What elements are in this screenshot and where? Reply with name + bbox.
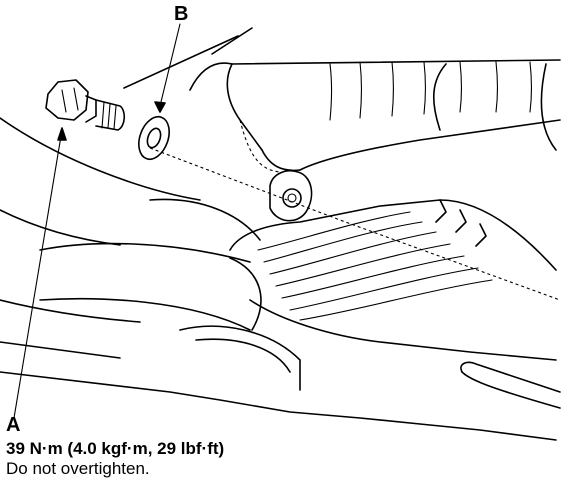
torque-note: Do not overtighten. [6, 459, 150, 478]
leader-lines [13, 23, 181, 419]
drain-hole-boss [269, 170, 313, 222]
bracket [460, 361, 561, 409]
drain-bolt [45, 79, 126, 131]
transmission-case [149, 59, 561, 301]
vehicle-frame-lines [0, 27, 557, 441]
oil-pan [229, 199, 557, 361]
sealing-washer [138, 115, 170, 161]
callout-a-label: A [6, 414, 21, 436]
torque-spec: 39 N·m (4.0 kgf·m, 29 lbf·ft) [6, 439, 225, 458]
callout-b-label: B [174, 3, 189, 25]
exhaust-pipe [39, 198, 301, 391]
